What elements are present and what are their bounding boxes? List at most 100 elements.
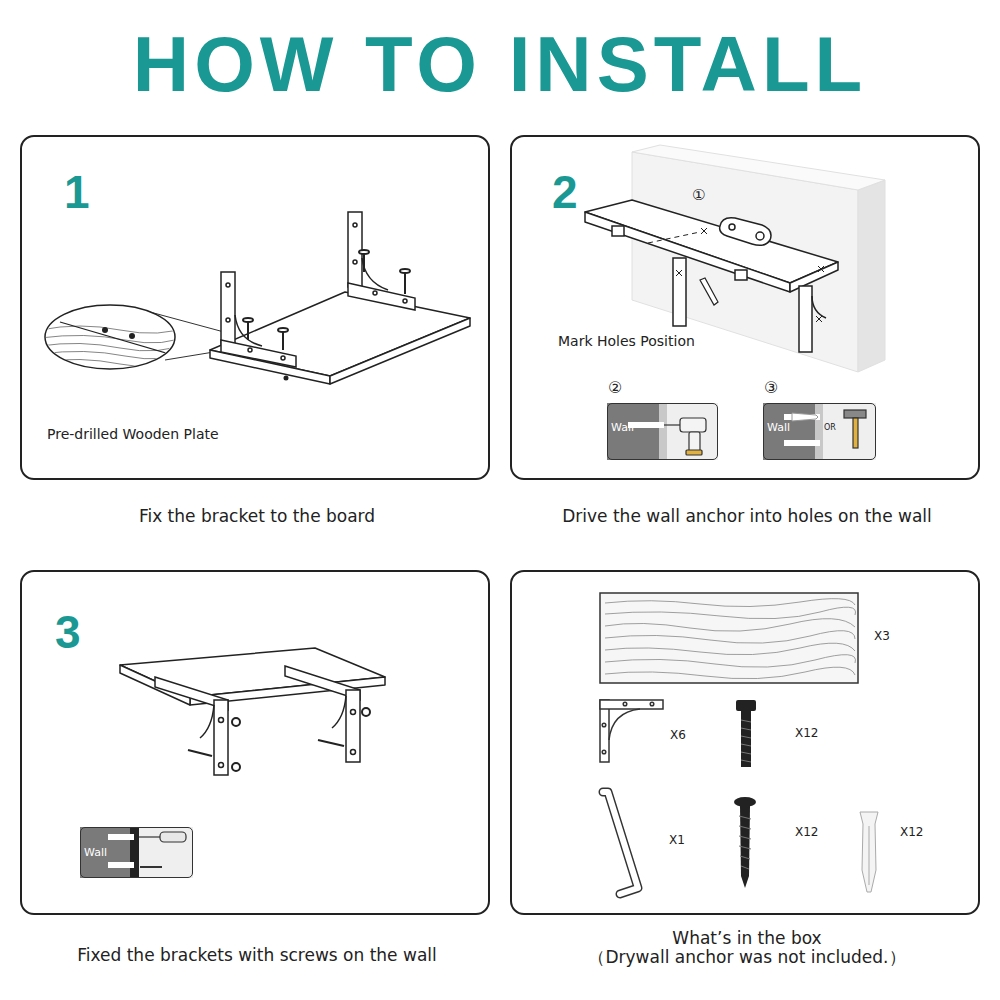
bracket (373, 291, 377, 295)
wall-label: Wall (767, 421, 790, 434)
magnifier-view (60, 322, 190, 360)
magnifier-view (40, 322, 190, 367)
screw-part (739, 816, 751, 869)
bolt-part (741, 720, 751, 762)
screwdriver-icon (139, 836, 162, 837)
magnifier-view (40, 305, 190, 369)
bracket-part (623, 702, 627, 706)
wall (632, 145, 885, 190)
callout-number: ① (692, 186, 705, 204)
screw-part (739, 846, 751, 849)
mounting-plate (720, 218, 771, 246)
step-number: 1 (64, 165, 90, 220)
drill-icon (686, 450, 702, 455)
wall-anchor (792, 413, 818, 421)
bracket (346, 690, 360, 762)
allen-key-part (603, 792, 638, 894)
bracket (353, 223, 357, 227)
shelf-board (585, 212, 790, 292)
screw-part (739, 826, 751, 829)
quantity-label: X1 (669, 833, 685, 847)
detail-inset: ②Wall (607, 403, 718, 460)
substep-label: Mark Holes Position (558, 333, 695, 350)
part-label: Pre-drilled Wooden Plate (47, 426, 219, 443)
magnifier-view (40, 350, 190, 359)
bracket-part (650, 702, 654, 706)
bracket (351, 710, 356, 715)
wall-label: Wall (84, 846, 107, 859)
detail-inset: Wall (80, 827, 193, 878)
wall-section (815, 403, 823, 460)
wall-section (607, 403, 876, 460)
quantity-label: X3 (874, 629, 890, 643)
bracket (403, 299, 407, 303)
mounting-plate (729, 224, 735, 230)
shelf-board (790, 262, 838, 292)
magnifier-view (40, 326, 190, 333)
allen-key-part (603, 792, 638, 894)
wooden-board-part (605, 607, 856, 619)
screw-part (734, 797, 756, 807)
contents-note: （Drywall anchor was not included.） (482, 947, 1000, 967)
screw (282, 332, 284, 350)
wall-label: Wall (611, 421, 634, 434)
step-number: 3 (55, 605, 81, 660)
magnifier-view (129, 333, 135, 339)
wooden-board (330, 318, 470, 384)
mark-cross (648, 228, 824, 322)
wall-section (607, 403, 659, 460)
wall-section (659, 403, 667, 460)
bracket (248, 348, 252, 352)
wall-section (667, 403, 718, 460)
wall (858, 180, 885, 372)
screwdriver-icon (140, 866, 162, 868)
bolt-part (741, 744, 751, 746)
bolt-part (741, 711, 751, 767)
screw-part (739, 816, 751, 819)
bolt-part (736, 700, 756, 711)
step-number: 2 (552, 165, 578, 220)
wooden-board-part (605, 619, 855, 632)
step-panel: 1Pre-drilled Wooden PlateFix the bracket… (20, 135, 490, 480)
step-caption: Fix the bracket to the board (0, 506, 522, 526)
bracket (221, 212, 415, 367)
screw (188, 708, 370, 771)
anchor-part (860, 812, 878, 892)
screw (243, 250, 410, 380)
wall-section (823, 403, 876, 460)
page-title: HOW TO INSTALL (0, 18, 1000, 112)
wooden-board-part (605, 655, 856, 668)
bracket (226, 318, 230, 322)
pencil (700, 278, 718, 305)
bracket (332, 696, 346, 728)
quantity-label: X12 (795, 825, 819, 839)
shelf-board (585, 200, 838, 283)
quantity-label: X6 (670, 728, 686, 742)
wooden-board-part (605, 599, 855, 607)
callout-number: ② (608, 378, 622, 397)
contents-caption: What’s in the box (482, 928, 1000, 948)
screw (232, 718, 240, 726)
wall-section (784, 414, 820, 420)
screw-part (740, 806, 750, 888)
bracket (735, 270, 747, 280)
bracket (281, 356, 285, 360)
step-caption: Drive the wall anchor into holes on the … (482, 506, 1000, 526)
bracket (200, 705, 214, 738)
mark-cross (676, 270, 682, 276)
screw (188, 750, 212, 756)
mark-cross (701, 228, 707, 234)
bolt-part (736, 700, 756, 767)
bracket-part (602, 723, 606, 727)
bracket (362, 258, 388, 290)
wooden-board-part (605, 643, 855, 655)
bolt-part (741, 728, 751, 730)
bracket-part (600, 700, 663, 709)
step-panel: 2①Mark Holes PositionDrive the wall anch… (510, 135, 980, 480)
bracket-part (609, 709, 640, 740)
hammer-icon (844, 410, 866, 418)
wooden-board-part (605, 667, 855, 679)
drill-icon (664, 424, 682, 425)
